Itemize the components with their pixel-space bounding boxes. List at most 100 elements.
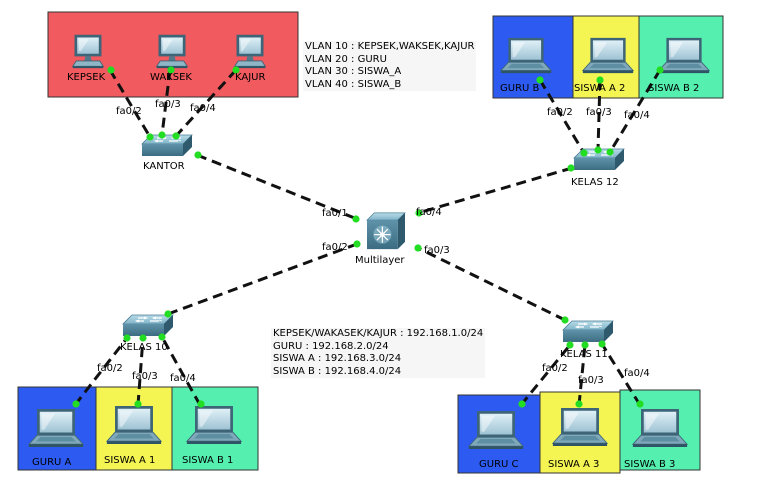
- port-label: fa0/3: [586, 107, 612, 118]
- kelas12-label: KELAS 12: [571, 177, 619, 188]
- link-status-dot: [518, 400, 526, 408]
- link-kelas11-multilayer: [417, 246, 566, 322]
- guru-b-label: GURU B: [500, 83, 540, 94]
- kelas10-switch-icon[interactable]: [122, 314, 174, 337]
- kelas11-label: KELAS 11: [560, 349, 608, 360]
- network-note: KEPSEK/WAKASEK/KAJUR : 192.168.1.0/24 GU…: [271, 328, 486, 378]
- link-status-dot: [146, 133, 154, 141]
- port-label: fa0/4: [416, 207, 442, 218]
- multilayer-label: Multilayer: [355, 255, 405, 266]
- port-label: fa0/1: [322, 208, 348, 219]
- kajur-pc-icon[interactable]: [234, 34, 266, 69]
- link-guru-c-kelas11: [519, 344, 572, 406]
- port-label: fa0/4: [624, 368, 650, 379]
- link-status-dot: [134, 400, 142, 408]
- link-status-dot: [566, 341, 574, 349]
- areas: [17, 11, 724, 474]
- link-status-dot: [596, 76, 604, 84]
- network-note-line: GURU : 192.168.2.0/24: [273, 340, 389, 352]
- link-status-dot: [172, 132, 180, 140]
- siswa-a1-label: SISWA A 1: [104, 455, 155, 466]
- link-status-dot: [158, 131, 166, 139]
- link-status-dot: [107, 66, 115, 74]
- link-status-dot: [594, 146, 602, 154]
- link-status-dot: [139, 334, 147, 342]
- link-kepsek-kantor: [108, 69, 152, 138]
- network-note-line: SISWA A : 192.168.3.0/24: [273, 353, 402, 364]
- siswa-b2-label: SISWA B 2: [648, 83, 699, 94]
- link-status-dot: [415, 209, 423, 217]
- link-kelas12-multilayer: [417, 166, 573, 215]
- siswa-a3-label: SISWA A 3: [548, 459, 599, 470]
- link-gurub-kelas12: [538, 79, 586, 154]
- link-kantor-multilayer: [196, 153, 358, 221]
- port-labels: fa0/1 fa0/4 fa0/2 fa0/3 fa0/2 fa0/3 fa0/…: [97, 99, 650, 386]
- kantor-label: KANTOR: [143, 161, 185, 172]
- vlan-note: VLAN 10 : KEPSEK,WAKSEK,KAJUR VLAN 20 : …: [303, 41, 477, 91]
- kelas11-switch-icon[interactable]: [562, 320, 614, 343]
- siswa-a2-label: SISWA A 2: [574, 83, 625, 94]
- link-status-dot: [353, 240, 361, 248]
- network-note-line: SISWA B : 192.168.4.0/24: [273, 365, 402, 377]
- kepsek-label: KEPSEK: [67, 72, 106, 83]
- kelas11-guru-area: [457, 394, 541, 474]
- link-status-dot: [72, 400, 80, 408]
- kelas10-label: KELAS 10: [120, 342, 168, 353]
- link-siswa-a3-kelas11: [577, 344, 587, 406]
- link-status-dot: [536, 76, 544, 84]
- port-label: fa0/2: [322, 242, 348, 253]
- multilayer-switch-icon[interactable]: [366, 212, 406, 250]
- link-status-dot: [656, 66, 664, 74]
- siswa-b3-label: SISWA B 3: [624, 459, 675, 470]
- waksek-pc-icon[interactable]: [156, 34, 188, 69]
- link-status-dot: [561, 316, 569, 324]
- vlan-note-line: VLAN 10 : KEPSEK,WAKSEK,KAJUR: [305, 41, 475, 52]
- link-guru-a-kelas10: [73, 337, 129, 406]
- guru-c-label: GURU C: [479, 459, 519, 470]
- link-status-dot: [567, 164, 575, 172]
- vlan-note-line: VLAN 40 : SISWA_B: [305, 78, 402, 90]
- link-status-dot: [575, 400, 583, 408]
- link-status-dot: [580, 149, 588, 157]
- link-status-dot: [414, 244, 422, 252]
- link-status-dot: [636, 400, 644, 408]
- link-status-dot: [232, 66, 240, 74]
- link-status-dot: [197, 400, 205, 408]
- port-label: fa0/4: [190, 103, 216, 114]
- waksek-label: WAKSEK: [150, 72, 192, 83]
- link-status-dot: [606, 148, 614, 156]
- port-label: fa0/4: [170, 373, 196, 384]
- port-label: fa0/2: [116, 106, 142, 117]
- link-status-dot: [581, 341, 589, 349]
- network-note-line: KEPSEK/WAKASEK/KAJUR : 192.168.1.0/24: [273, 328, 484, 339]
- port-label: fa0/2: [542, 363, 568, 374]
- link-status-dot: [158, 333, 166, 341]
- port-label: fa0/2: [97, 363, 123, 374]
- port-label: fa0/4: [624, 110, 650, 121]
- vlan-note-line: VLAN 30 : SISWA_A: [305, 66, 402, 77]
- link-siswa-b1-kelas10: [160, 336, 202, 406]
- link-status-dot: [167, 66, 175, 74]
- link-siswab2-kelas12: [608, 69, 662, 153]
- kepsek-pc-icon[interactable]: [72, 34, 104, 69]
- link-siswa-a1-kelas10: [136, 337, 145, 406]
- link-status-dot: [164, 310, 172, 318]
- link-status-dot: [598, 340, 606, 348]
- links: [73, 68, 662, 406]
- port-label: fa0/3: [424, 245, 450, 256]
- siswa-b1-label: SISWA B 1: [182, 455, 233, 466]
- vlan-note-line: VLAN 20 : GURU: [305, 53, 387, 65]
- link-status-dot: [352, 215, 360, 223]
- port-label: fa0/3: [578, 375, 604, 386]
- device-labels: KEPSEK WAKSEK KAJUR GURU B SISWA A 2 SIS…: [32, 72, 699, 470]
- link-status-dot: [194, 151, 202, 159]
- port-label: fa0/2: [547, 107, 573, 118]
- link-dots: [72, 66, 664, 408]
- link-siswa-b3-kelas11: [600, 343, 642, 406]
- link-siswaa2-kelas12: [596, 79, 602, 151]
- port-label: fa0/3: [155, 99, 181, 110]
- link-status-dot: [123, 334, 131, 342]
- link-kelas10-multilayer: [167, 242, 358, 316]
- kajur-label: KAJUR: [235, 72, 265, 83]
